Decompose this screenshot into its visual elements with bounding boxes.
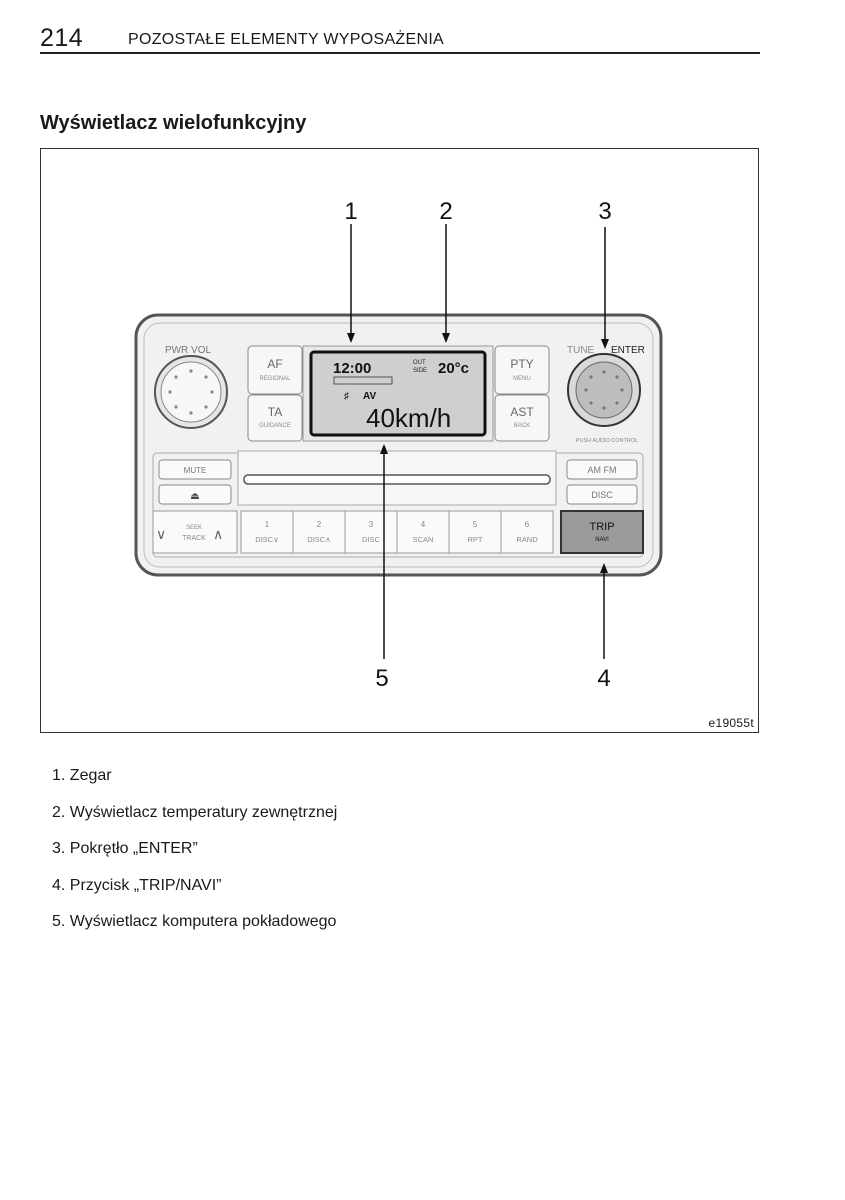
display-clock: 12:00 [333,360,371,377]
preset-number: 6 [525,520,530,529]
leader-lines [350,224,606,659]
display-temp: 20°c [438,360,469,377]
arrowhead-5 [380,444,388,454]
af-button[interactable] [247,345,303,395]
multi-display [309,350,487,437]
arrowhead-4 [600,563,608,573]
preset-button-3[interactable] [344,510,398,554]
pty-button[interactable] [494,345,550,395]
callout-3: 3 [598,198,611,225]
preset-label: DISC [362,535,381,544]
display-indicator-row [333,376,393,385]
ta-label: TA [268,405,282,419]
preset-button-2[interactable] [292,510,346,554]
eject-button[interactable] [158,484,232,505]
legend-item: 1. Zegar [52,767,112,784]
page-header: 214 POZOSTAŁE ELEMENTY WYPOSAŻENIA [40,22,760,54]
am-fm-button[interactable] [566,459,638,480]
am-fm-label: AM FM [588,465,617,475]
preset-number: 3 [369,520,374,529]
arrowhead-3 [601,339,609,349]
track-label: TRACK [182,535,206,542]
ta-sublabel: GUIDANCE [259,423,291,429]
callout-2: 2 [439,198,452,225]
display-temp-tag-1: OUT [413,360,426,366]
af-label: AF [267,357,282,371]
callout-1: 1 [344,198,357,225]
pwr-vol-label: PWR VOL [165,345,212,356]
ast-sublabel: BACK [514,423,530,429]
preset-button-6[interactable] [500,510,554,554]
section-title: Wyświetlacz wielofunkcyjny [40,112,307,134]
legend-list: 1. Zegar 2. Wyświetlacz temperatury zewn… [52,766,337,949]
enter-knob-dots [584,370,624,410]
preset-label: RPT [468,535,483,544]
radio-body-inner [143,322,654,568]
enter-label: ENTER [611,345,645,356]
preset-number: 5 [473,520,478,529]
preset-button-1[interactable] [240,510,294,554]
mute-label: MUTE [184,466,207,475]
display-speed: 40km/h [366,403,451,433]
tune-label: TUNE [567,345,595,356]
ta-button[interactable] [247,394,303,442]
preset-button-4[interactable] [396,510,450,554]
radio-illustration: PWR VOL AF REGIONAL TA GUIDANCE 12:00 OU… [134,198,663,692]
disc-label: DISC [591,490,613,500]
seek-label: SEEK [186,525,202,531]
legend-item: 2. Wyświetlacz temperatury zewnętrznej [52,803,338,821]
preset-button-5[interactable] [448,510,502,554]
display-av: AV [363,391,376,402]
preset-label: DISC∧ [307,535,330,544]
disc-button[interactable] [566,484,638,505]
legend-item: 4. Przycisk „TRIP/NAVI” [52,876,222,894]
preset-number: 4 [421,520,426,529]
cd-slot [243,474,551,485]
arrowheads [347,333,609,573]
pty-label: PTY [510,357,533,371]
ast-label: AST [510,405,534,419]
callout-4: 4 [597,665,610,692]
legend-item: 5. Wyświetlacz komputera pokładowego [52,913,337,930]
seek-track-button[interactable] [152,510,238,554]
ast-button[interactable] [494,394,550,442]
preset-label: SCAN [413,535,434,544]
seek-up-icon: ∧ [213,526,223,542]
navi-label: NAVI [595,537,609,543]
pty-sublabel: MENU [513,376,531,382]
preset-label: DISC∨ [255,535,278,544]
preset-label: RAND [516,535,538,544]
arrowhead-1 [347,333,355,343]
knob-caption: PUSH AUDIO CONTROL [576,438,638,444]
chapter-title: POZOSTAŁE ELEMENTY WYPOSAŻENIA [128,31,445,48]
mute-button[interactable] [158,459,232,480]
trip-navi-button[interactable] [560,510,644,554]
page-number: 214 [40,24,84,52]
preset-number: 2 [317,520,322,529]
callout-5: 5 [375,665,388,692]
display-temp-tag-2: SIDE [413,368,427,374]
arrowhead-2 [442,333,450,343]
pwr-vol-knob-dots [168,369,214,415]
seek-down-icon: ∨ [156,526,166,542]
legend-item: 3. Pokrętło „ENTER” [52,840,198,857]
display-note-icon: ♯ [344,391,349,402]
af-sublabel: REGIONAL [259,376,291,382]
eject-icon: ⏏ [190,491,199,502]
preset-number: 1 [265,520,270,529]
trip-label: TRIP [589,521,614,533]
radio-figure: PWR VOL AF REGIONAL TA GUIDANCE 12:00 OU… [40,148,759,733]
figure-code: e19055t [708,716,754,730]
